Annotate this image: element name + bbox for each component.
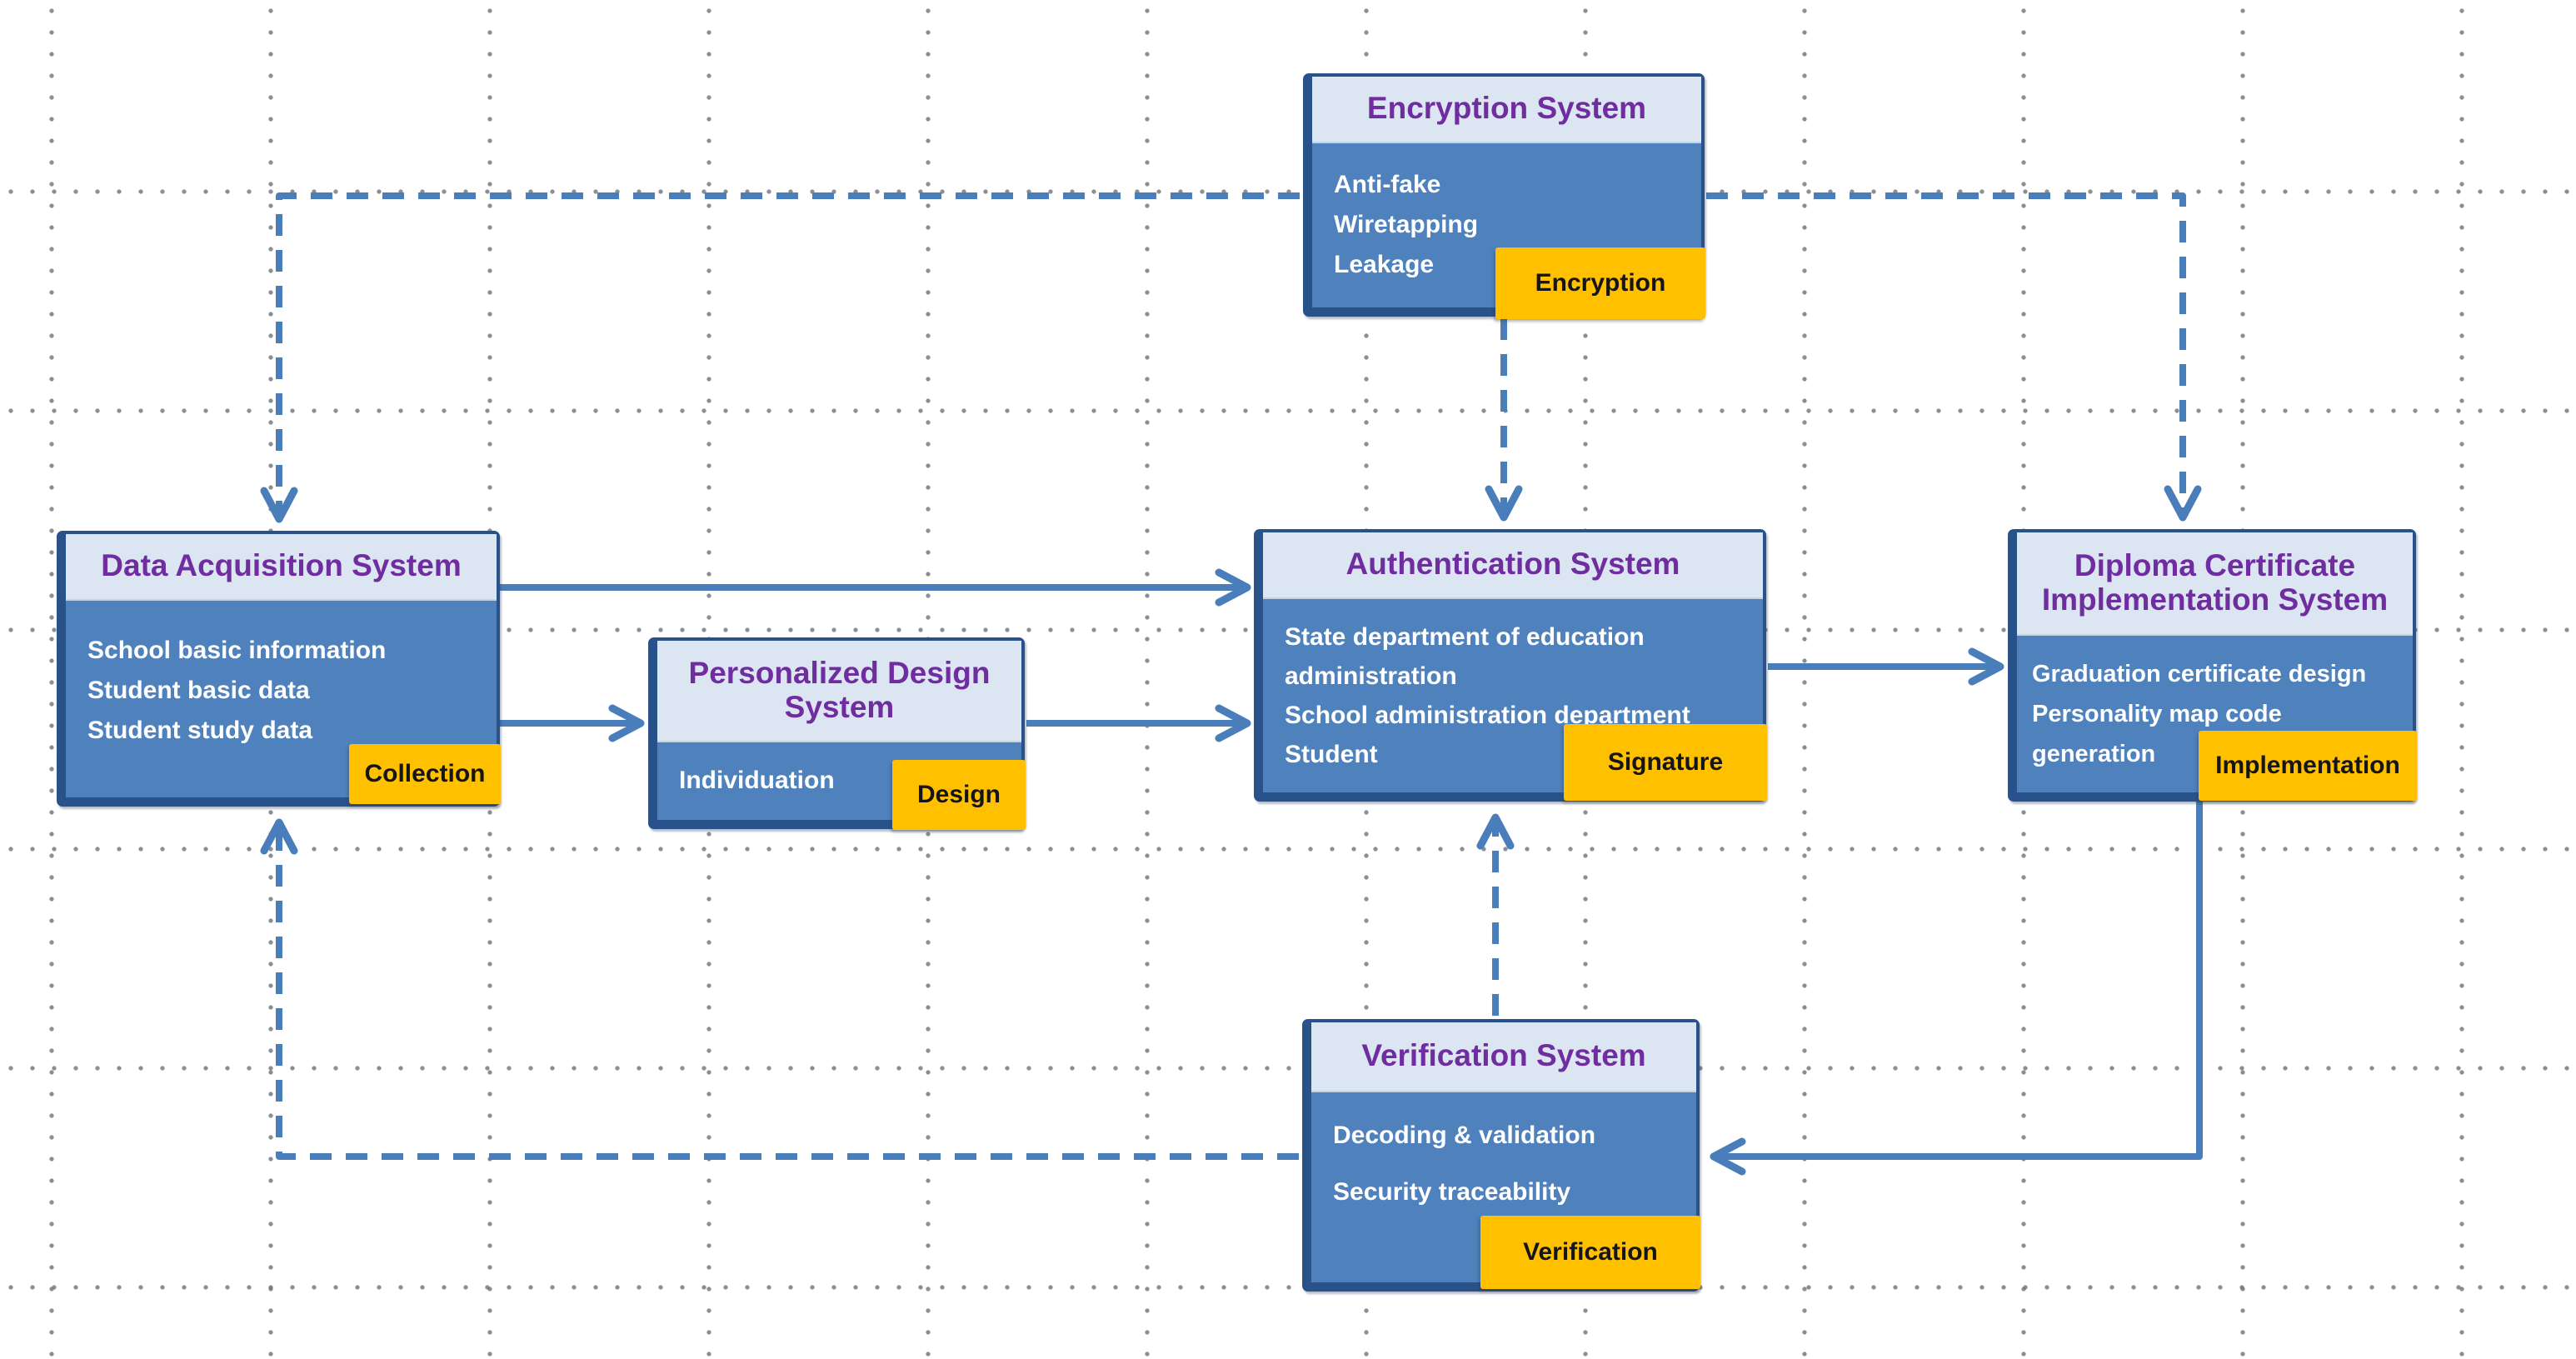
signature-tag: Signature xyxy=(1564,724,1767,801)
list-item: Security traceability xyxy=(1333,1178,1571,1206)
verification-system-items: Decoding & validation Security traceabil… xyxy=(1311,1092,1696,1212)
collection-tag: Collection xyxy=(349,744,501,804)
list-item: Individuation xyxy=(679,767,835,794)
diploma-system-items: Graduation certificate design Personalit… xyxy=(2017,636,2413,774)
implementation-tag: Implementation xyxy=(2199,731,2417,801)
list-item: School basic information xyxy=(87,637,387,664)
data-acquisition-system-box: Data Acquisition System School basic inf… xyxy=(57,531,501,807)
personalized-design-system-title: Personalized Design System xyxy=(657,641,1021,742)
encryption-system-title: Encryption System xyxy=(1312,77,1701,143)
verification-system-box: Verification System Decoding & validatio… xyxy=(1302,1019,1700,1292)
connector-encryption-to-diploma xyxy=(1706,192,2202,522)
list-item: Student xyxy=(1285,741,1378,768)
list-item: Student basic data xyxy=(87,677,310,704)
data-acquisition-system-items: School basic information Student basic d… xyxy=(66,601,497,751)
verification-system-title: Verification System xyxy=(1311,1022,1696,1092)
list-item: Personality map code generation xyxy=(2032,701,2282,767)
diploma-certificate-implementation-system-box: Diploma Certificate Implementation Syste… xyxy=(2008,529,2417,802)
list-item: Student study data xyxy=(87,717,313,744)
connector-encryption-to-dataacq xyxy=(260,192,1300,523)
encryption-tag: Encryption xyxy=(1495,247,1705,319)
connector-diploma-to-verification xyxy=(1710,802,2203,1176)
encryption-system-box: Encryption System Anti-fake Wiretapping … xyxy=(1303,73,1705,319)
diploma-certificate-implementation-system-title: Diploma Certificate Implementation Syste… xyxy=(2017,532,2413,636)
connector-verification-to-dataacq xyxy=(260,818,1299,1160)
design-tag: Design xyxy=(892,760,1026,830)
list-item: Decoding & validation xyxy=(1333,1122,1596,1149)
personalized-design-system-box: Personalized Design System Individuation… xyxy=(648,637,1026,830)
list-item: Wiretapping xyxy=(1334,211,1479,238)
verification-tag: Verification xyxy=(1480,1216,1700,1289)
list-item: State department of education administra… xyxy=(1285,623,1645,690)
authentication-system-box: Authentication System State department o… xyxy=(1254,529,1767,802)
list-item: Leakage xyxy=(1334,251,1435,278)
authentication-system-title: Authentication System xyxy=(1263,532,1763,599)
personalized-design-system-items: Individuation xyxy=(657,742,1021,801)
encryption-system-items: Anti-fake Wiretapping Leakage xyxy=(1312,143,1701,285)
data-acquisition-system-title: Data Acquisition System xyxy=(66,534,497,601)
list-item: Anti-fake xyxy=(1334,171,1441,198)
list-item: Graduation certificate design xyxy=(2032,661,2367,687)
